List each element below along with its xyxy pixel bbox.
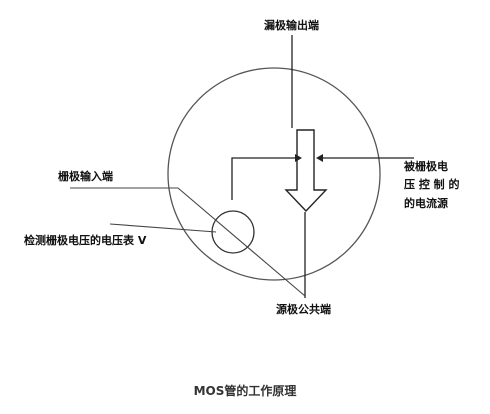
- gate-label: 栅极输入端: [58, 169, 113, 183]
- controlled-source-label-line3: 的电流源: [404, 196, 448, 210]
- gate-input-line: [70, 187, 306, 297]
- voltmeter-pointer-line: [109, 223, 217, 233]
- current-source-arrow: [284, 129, 328, 213]
- source-label: 源极公共端: [276, 302, 331, 316]
- controlled-source-label-line2: 压 控 制 的: [404, 177, 460, 191]
- voltmeter-label: 检测栅极电压的电压表 V: [24, 233, 147, 247]
- controlled-source-label-line1: 被栅极电: [404, 159, 448, 173]
- gate-control-arrowhead: [295, 154, 302, 162]
- diagram-caption: MOS管的工作原理: [194, 383, 297, 398]
- drain-label: 漏极输出端: [264, 18, 319, 32]
- gate-control-path: [231, 157, 295, 200]
- controlled-pointer-arrowhead: [316, 154, 323, 162]
- mos-body-circle: [167, 67, 381, 281]
